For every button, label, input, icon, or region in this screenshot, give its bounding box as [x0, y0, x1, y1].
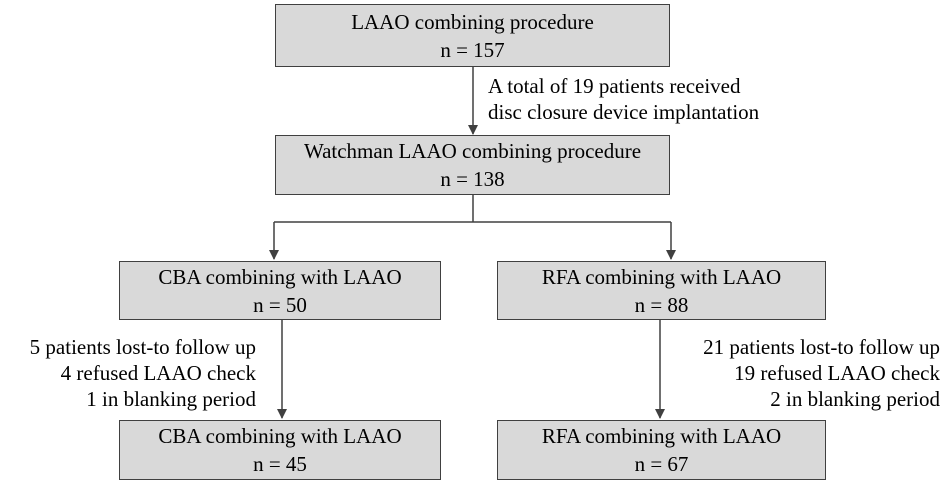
- box-title: RFA combining with LAAO: [541, 424, 782, 448]
- note-line: 1 in blanking period: [86, 387, 256, 411]
- box-rfa-final: RFA combining with LAAO n = 67: [497, 420, 826, 480]
- box-count: n = 138: [440, 167, 505, 191]
- box-count: n = 67: [634, 452, 689, 476]
- box-laao-procedure: LAAO combining procedure n = 157: [275, 4, 670, 67]
- note-line: 19 refused LAAO check: [734, 361, 940, 385]
- note-line: 4 refused LAAO check: [60, 361, 256, 385]
- note-cba-lost-to-follow-up: 5 patients lost-to follow up 4 refused L…: [4, 334, 256, 412]
- box-rfa-initial: RFA combining with LAAO n = 88: [497, 261, 826, 320]
- box-count: n = 50: [253, 292, 307, 317]
- box-title: RFA combining with LAAO: [541, 264, 782, 289]
- note-line: 21 patients lost-to follow up: [703, 335, 940, 359]
- box-count: n = 157: [440, 37, 505, 62]
- box-title: Watchman LAAO combining procedure: [303, 139, 642, 163]
- note-line: A total of 19 patients received: [488, 74, 741, 98]
- box-title: CBA combining with LAAO: [158, 264, 402, 289]
- box-title: CBA combining with LAAO: [158, 424, 402, 448]
- note-line: disc closure device implantation: [488, 100, 760, 124]
- note-disc-closure-exclusion: A total of 19 patients received disc clo…: [488, 73, 759, 125]
- box-count: n = 88: [634, 292, 689, 317]
- note-line: 2 in blanking period: [770, 387, 940, 411]
- box-cba-final: CBA combining with LAAO n = 45: [119, 420, 441, 480]
- box-watchman-procedure: Watchman LAAO combining procedure n = 13…: [275, 135, 670, 195]
- box-cba-initial: CBA combining with LAAO n = 50: [119, 261, 441, 320]
- box-count: n = 45: [253, 452, 307, 476]
- note-line: 5 patients lost-to follow up: [29, 335, 256, 359]
- box-title: LAAO combining procedure: [351, 9, 594, 34]
- note-rfa-lost-to-follow-up: 21 patients lost-to follow up 19 refused…: [676, 334, 940, 412]
